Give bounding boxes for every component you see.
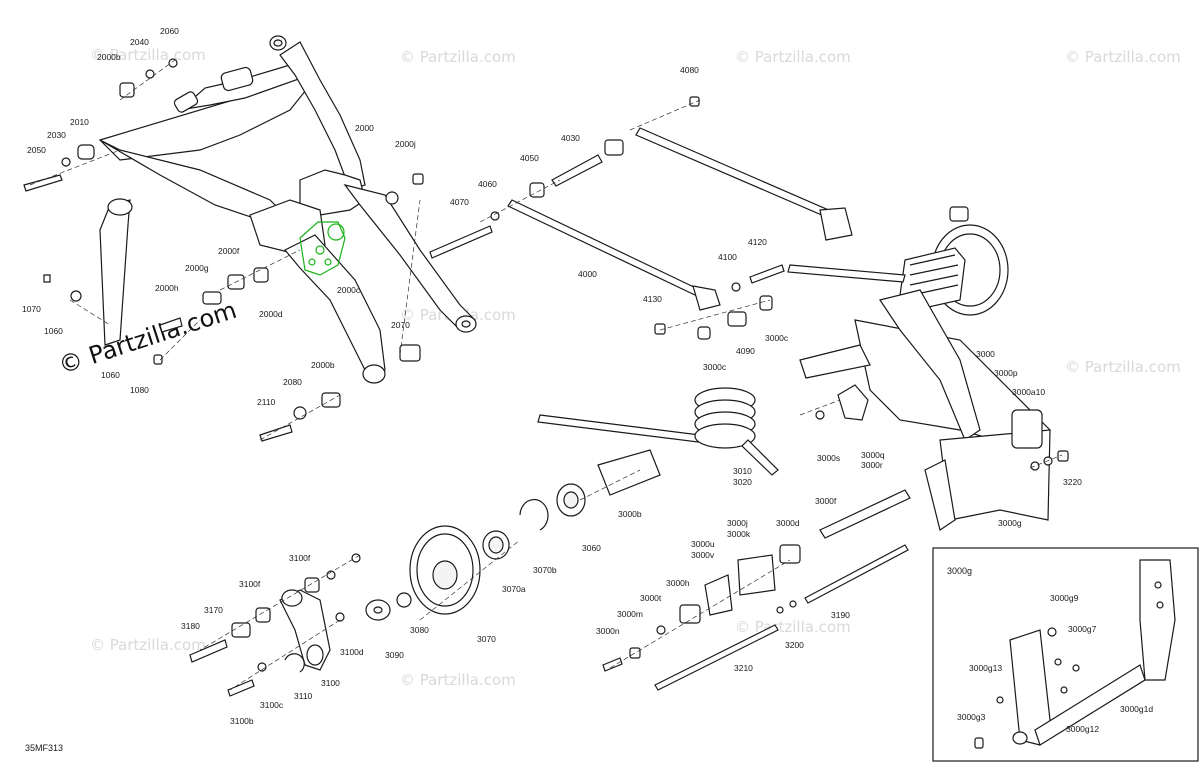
rod-assembly — [429, 96, 853, 340]
part-label: 3070a — [502, 584, 526, 594]
part-label: 4080 — [680, 65, 699, 75]
inset-label: 3000g9 — [1050, 593, 1079, 603]
part-label: 3000g — [998, 518, 1022, 528]
part-label: 3200 — [785, 640, 804, 650]
part-label: 3210 — [734, 663, 753, 673]
watermark: © Partzilla.com — [735, 48, 851, 66]
part-label: 3020 — [733, 477, 752, 487]
part-label: 4070 — [450, 197, 469, 207]
part-label: 3110 — [294, 691, 313, 701]
part-label: 3070b — [533, 565, 557, 575]
watermark: © Partzilla.com — [1065, 358, 1181, 376]
watermark: © Partzilla.com — [400, 48, 516, 66]
part-label: 2000 — [355, 123, 374, 133]
figure-code: 35MF313 — [25, 743, 63, 753]
part-label: 3190 — [831, 610, 850, 620]
part-label: 1060 — [101, 370, 120, 380]
part-label: 3180 — [181, 621, 200, 631]
part-label: 2000c — [337, 285, 361, 295]
part-label: 3100c — [260, 700, 284, 710]
part-label: 3000b — [618, 509, 642, 519]
part-label: 3000t — [640, 593, 662, 603]
part-label: 3000u — [691, 539, 715, 549]
inset-label: 3000g3 — [957, 712, 986, 722]
part-label: 2040 — [130, 37, 149, 47]
part-label: 4090 — [736, 346, 755, 356]
inset-label: 3000g1d — [1120, 704, 1153, 714]
part-label: 3100 — [321, 678, 340, 688]
part-label: 2000j — [395, 139, 416, 149]
part-label: 4000 — [578, 269, 597, 279]
part-label: 3070 — [477, 634, 496, 644]
part-label: 2030 — [47, 130, 66, 140]
part-label: 3000f — [815, 496, 837, 506]
part-label: 3100f — [239, 579, 261, 589]
part-label: 2000d — [259, 309, 283, 319]
wheel-spring-assembly — [365, 387, 779, 621]
part-label: 3000q — [861, 450, 885, 460]
rear-frame-assembly — [787, 206, 1069, 531]
part-label: 2000g — [185, 263, 209, 273]
part-label: 1060 — [44, 326, 63, 336]
part-label: 3000a10 — [1012, 387, 1045, 397]
part-label: 1070 — [22, 304, 41, 314]
part-label: 3000r — [861, 460, 883, 470]
part-label: 1080 — [130, 385, 149, 395]
part-label: 3000 — [976, 349, 995, 359]
part-labels: 2060 2040 2000b 2010 2030 2050 2000 2000… — [22, 26, 1082, 753]
part-label: 4030 — [561, 133, 580, 143]
part-label: 3090 — [385, 650, 404, 660]
part-label: 2110 — [257, 397, 276, 407]
part-label: 4120 — [748, 237, 767, 247]
part-label: 3000h — [666, 578, 690, 588]
part-label: 4130 — [643, 294, 662, 304]
part-label: 2000b — [311, 360, 335, 370]
part-label: 3000c — [765, 333, 789, 343]
part-label: 3100b — [230, 716, 254, 726]
front-arm-assembly — [23, 35, 477, 442]
part-label: 4100 — [718, 252, 737, 262]
part-label: 3220 — [1063, 477, 1082, 487]
part-label: 2000h — [155, 283, 179, 293]
inset-label: 3000g13 — [969, 663, 1002, 673]
watermark: © Partzilla.com — [1065, 48, 1181, 66]
inset-label: 3000g7 — [1068, 624, 1097, 634]
part-label: 3000j — [727, 518, 748, 528]
watermark: © Partzilla.com — [90, 636, 206, 654]
part-label: 3000n — [596, 626, 620, 636]
part-label: 4060 — [478, 179, 497, 189]
inset-label: 3000g12 — [1066, 724, 1099, 734]
part-label: 3000s — [817, 453, 840, 463]
brand-watermark: © Partzilla.com — [55, 296, 240, 380]
part-label: 4050 — [520, 153, 539, 163]
inset-title: 3000g — [947, 566, 972, 576]
part-label: 3000c — [703, 362, 727, 372]
part-label: 2000f — [218, 246, 240, 256]
part-label: 3000k — [727, 529, 751, 539]
inset-3000g: 3000g 3000g9 3000g7 3000g13 3000g1d 3000… — [932, 547, 1199, 762]
watermark: © Partzilla.com — [400, 671, 516, 689]
part-label: 3100f — [289, 553, 311, 563]
part-label: 2060 — [160, 26, 179, 36]
part-label: 3080 — [410, 625, 429, 635]
watermark: © Partzilla.com — [90, 46, 206, 64]
shaft-block-assembly — [602, 489, 911, 691]
part-label: 2070 — [391, 320, 410, 330]
part-label: 3170 — [204, 605, 223, 615]
part-label: 3060 — [582, 543, 601, 553]
watermark: © Partzilla.com — [735, 618, 851, 636]
part-label: 2010 — [70, 117, 89, 127]
part-label: 3000d — [776, 518, 800, 528]
part-label: 2000b — [97, 52, 121, 62]
part-label: 3000p — [994, 368, 1018, 378]
part-label: 3000m — [617, 609, 643, 619]
part-label: 3000v — [691, 550, 715, 560]
part-label: 3100d — [340, 647, 364, 657]
part-label: 2050 — [27, 145, 46, 155]
linkage-assembly — [189, 553, 361, 697]
part-label: 3010 — [733, 466, 752, 476]
part-label: 2080 — [283, 377, 302, 387]
